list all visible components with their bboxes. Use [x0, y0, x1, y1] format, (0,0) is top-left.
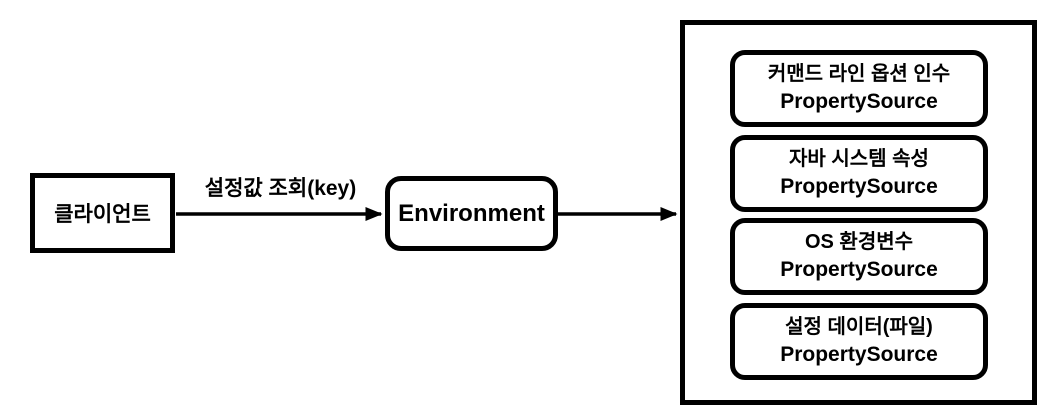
property-source-title: 설정 데이터(파일): [785, 316, 933, 339]
property-source-type: PropertySource: [780, 257, 938, 281]
property-source-title: OS 환경변수: [804, 231, 914, 254]
property-source-box-java-system: 자바 시스템 속성 PropertySource: [730, 135, 988, 212]
environment-label: Environment: [398, 199, 545, 227]
property-source-type: PropertySource: [780, 89, 938, 113]
property-source-type: PropertySource: [780, 174, 938, 198]
property-source-type: PropertySource: [780, 342, 938, 366]
request-arrow-label: 설정값 조회(key): [204, 177, 357, 200]
property-source-box-config-data: 설정 데이터(파일) PropertySource: [730, 303, 988, 380]
property-source-box-command-line: 커맨드 라인 옵션 인수 PropertySource: [730, 50, 988, 127]
property-sources-container: 커맨드 라인 옵션 인수 PropertySource 자바 시스템 속성 Pr…: [680, 20, 1037, 405]
client-label: 클라이언트: [54, 203, 151, 226]
environment-box: Environment: [385, 176, 558, 251]
property-source-box-os-env: OS 환경변수 PropertySource: [730, 218, 988, 295]
property-source-title: 커맨드 라인 옵션 인수: [767, 63, 951, 86]
client-box: 클라이언트: [30, 173, 175, 253]
property-source-title: 자바 시스템 속성: [789, 148, 929, 171]
